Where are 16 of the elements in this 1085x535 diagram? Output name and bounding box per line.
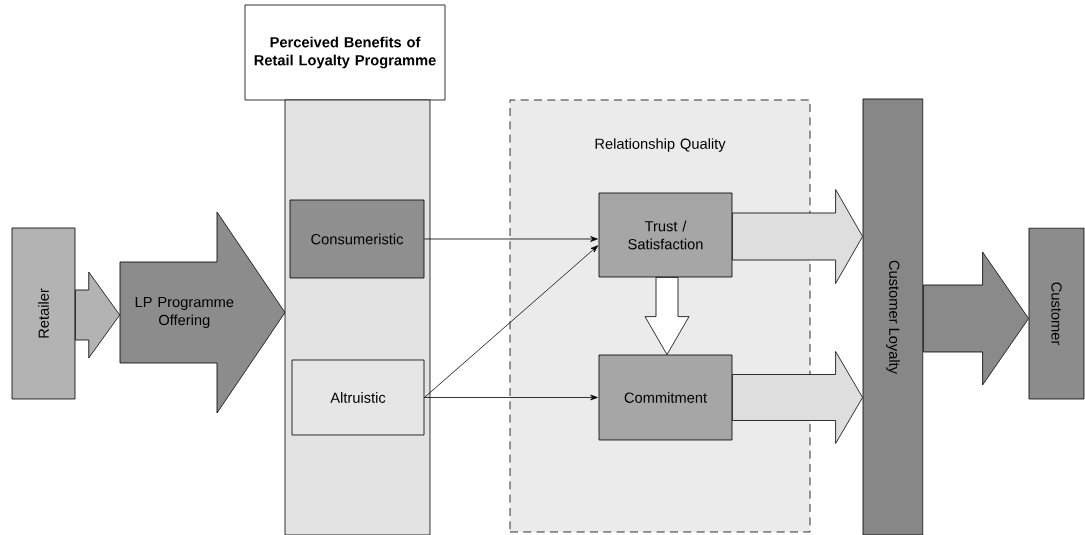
arrow (424, 245, 599, 398)
block-arrow (732, 351, 863, 444)
block-arrow (644, 277, 690, 355)
process-box: Consumeristic (289, 199, 425, 279)
block-arrow (732, 189, 863, 284)
process-box: Commitment (598, 354, 733, 441)
block-arrow (923, 251, 1029, 386)
process-box: Trust / Satisfaction (598, 192, 733, 278)
process-box: Retailer (11, 227, 76, 400)
block-arrow (75, 271, 121, 359)
arrow (424, 394, 598, 401)
header-box: Perceived Benefits of Retail Loyalty Programme (244, 4, 446, 101)
process-box: Customer (1028, 227, 1085, 400)
process-box: Altruistic (291, 359, 425, 436)
vertical-bar: Customer Loyalty (862, 98, 924, 535)
arrow (424, 236, 598, 242)
